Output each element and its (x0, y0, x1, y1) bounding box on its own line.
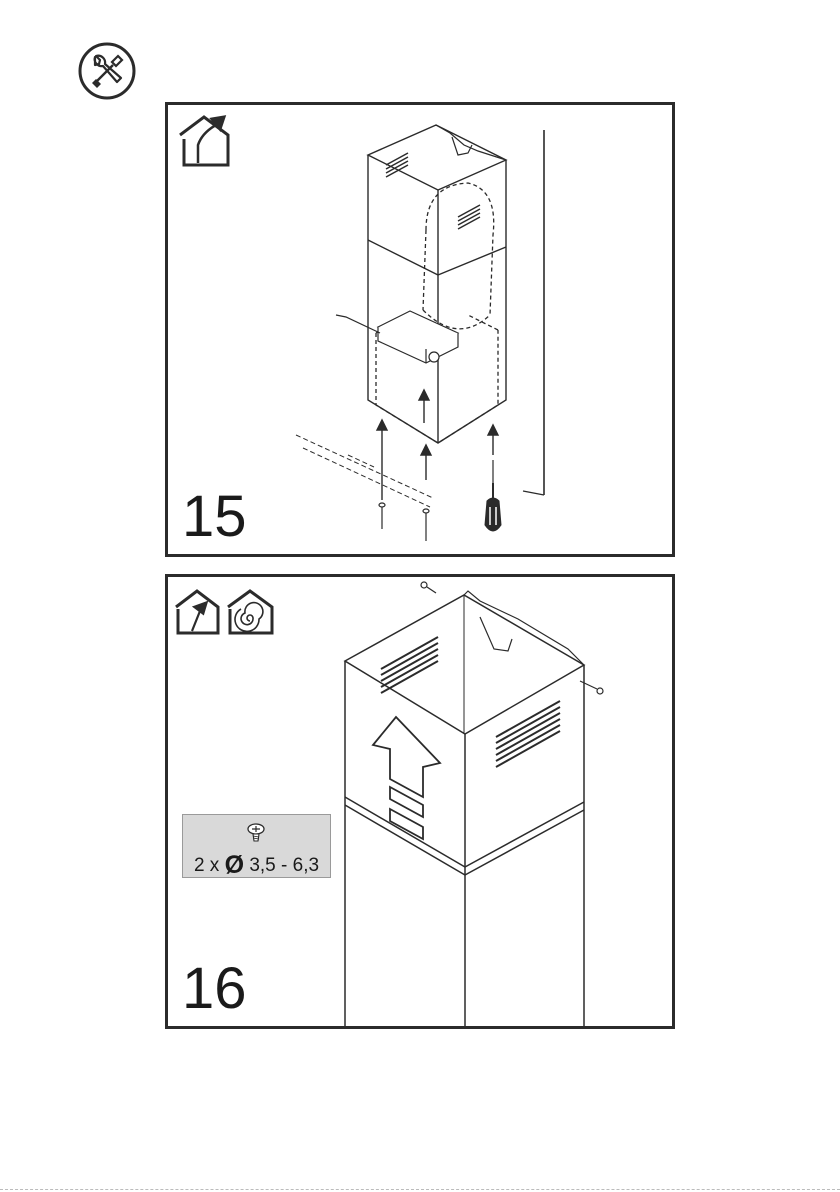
screw-head-icon (245, 821, 267, 843)
house-recirculation-spiral-icon (228, 591, 272, 633)
diameter-symbol: Ø (225, 851, 244, 879)
step-number: 15 (182, 488, 247, 546)
house-exhaust-arrow-icon (176, 591, 218, 633)
screw-spec-box: 2 x Ø 3,5 - 6,3 (182, 814, 331, 878)
screw-quantity: 2 x (194, 855, 219, 876)
step-15-panel: 15 (165, 102, 675, 557)
screw-spec-text: 2 x Ø 3,5 - 6,3 (183, 849, 330, 878)
step-number: 16 (182, 960, 247, 1018)
page-bottom-edge (0, 1189, 840, 1190)
house-exhaust-arrow-icon (180, 117, 228, 165)
step-16-panel: 2 x Ø 3,5 - 6,3 16 (165, 574, 675, 1029)
arrow-up-icon (373, 717, 440, 839)
screw-size: 3,5 - 6,3 (249, 855, 319, 876)
screwdriver-wrench-icon (78, 42, 136, 100)
screwdriver-icon (485, 483, 501, 531)
